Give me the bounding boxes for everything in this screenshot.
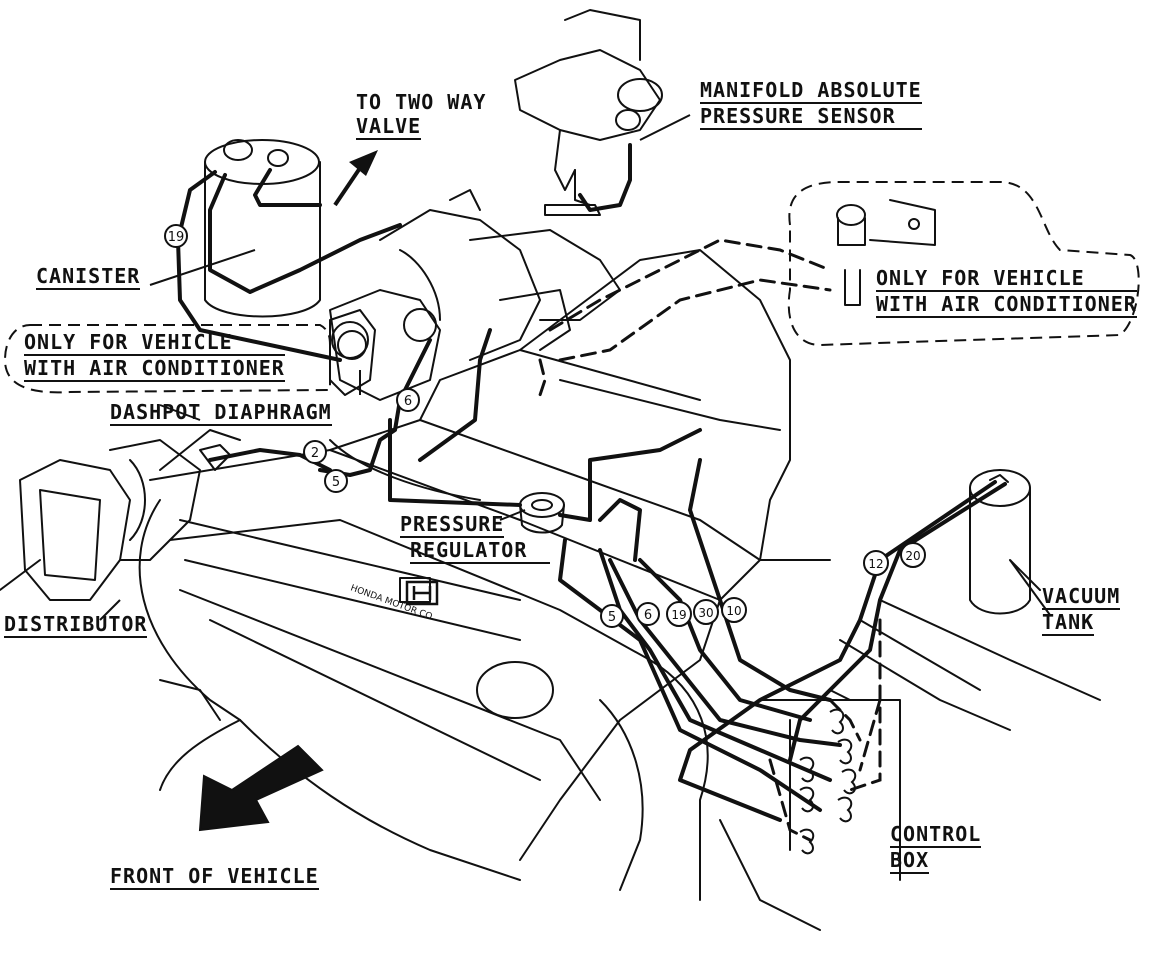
intake-assembly bbox=[329, 189, 621, 401]
map-sensor-drawing bbox=[514, 9, 663, 216]
hose-number-2-dashpot: 2 bbox=[303, 440, 327, 464]
hose-number-6-bundle: 6 bbox=[636, 602, 660, 626]
hose-number-12-tank: 12 bbox=[863, 550, 889, 576]
svg-text:5: 5 bbox=[332, 475, 340, 490]
vacuum-hoses bbox=[176, 143, 1007, 822]
map-sensor-label: MANIFOLD ABSOLUTE PRESSURE SENSOR bbox=[700, 78, 922, 130]
vacuum-tank-drawing bbox=[969, 469, 1041, 615]
svg-text:19: 19 bbox=[671, 608, 686, 622]
canister-label: CANISTER bbox=[36, 264, 141, 290]
svg-text:6: 6 bbox=[644, 608, 652, 623]
pressure-regulator-label: PRESSURE REGULATOR bbox=[400, 512, 550, 564]
svg-text:30: 30 bbox=[698, 606, 713, 620]
valve-cover bbox=[179, 439, 554, 719]
dashpot-label: DASHPOT DIAPHRAGM bbox=[110, 400, 332, 426]
svg-text:10: 10 bbox=[726, 604, 741, 618]
ac-hoses bbox=[538, 238, 882, 842]
leader-lines bbox=[99, 114, 1051, 621]
control-box-label: CONTROL BOX bbox=[890, 822, 982, 874]
canister-drawing bbox=[204, 139, 321, 318]
ac-valve-drawing bbox=[836, 199, 936, 306]
hose-number-circles: 19 6 2 5 5 6 19 30 bbox=[164, 224, 926, 628]
ac-right-label: ONLY FOR VEHICLE WITH AIR CONDITIONER bbox=[876, 266, 1137, 318]
svg-text:12: 12 bbox=[868, 557, 883, 571]
hose-number-5-bundle: 5 bbox=[600, 604, 624, 628]
two-way-valve-arrow bbox=[333, 150, 378, 207]
svg-text:2: 2 bbox=[311, 446, 319, 461]
ac-left-label: ONLY FOR VEHICLE WITH AIR CONDITIONER bbox=[24, 330, 285, 382]
hose-number-20-tank: 20 bbox=[900, 542, 926, 568]
ac-callout-outlines bbox=[3, 181, 1140, 394]
front-arrow bbox=[198, 744, 324, 832]
hose-number-6-dashpot: 6 bbox=[396, 388, 420, 412]
svg-text:19: 19 bbox=[168, 230, 185, 245]
front-of-vehicle-label: FRONT OF VEHICLE bbox=[110, 864, 319, 890]
svg-text:6: 6 bbox=[404, 394, 412, 409]
hose-number-19-bundle: 19 bbox=[666, 601, 692, 627]
svg-text:5: 5 bbox=[608, 610, 616, 625]
distributor-label: DISTRIBUTOR bbox=[4, 612, 148, 638]
hose-number-30-bundle: 30 bbox=[693, 599, 719, 625]
hose-number-10-bundle: 10 bbox=[721, 597, 747, 623]
control-box-ports bbox=[799, 708, 857, 855]
vacuum-tank-label: VACUUM TANK bbox=[1042, 584, 1121, 636]
distributor-drawing bbox=[0, 429, 241, 601]
svg-text:20: 20 bbox=[905, 549, 920, 563]
two-way-valve-label: TO TWO WAY VALVE bbox=[356, 90, 487, 140]
hose-number-19-canister: 19 bbox=[164, 224, 188, 248]
hose-number-5-dashpot: 5 bbox=[324, 469, 348, 493]
